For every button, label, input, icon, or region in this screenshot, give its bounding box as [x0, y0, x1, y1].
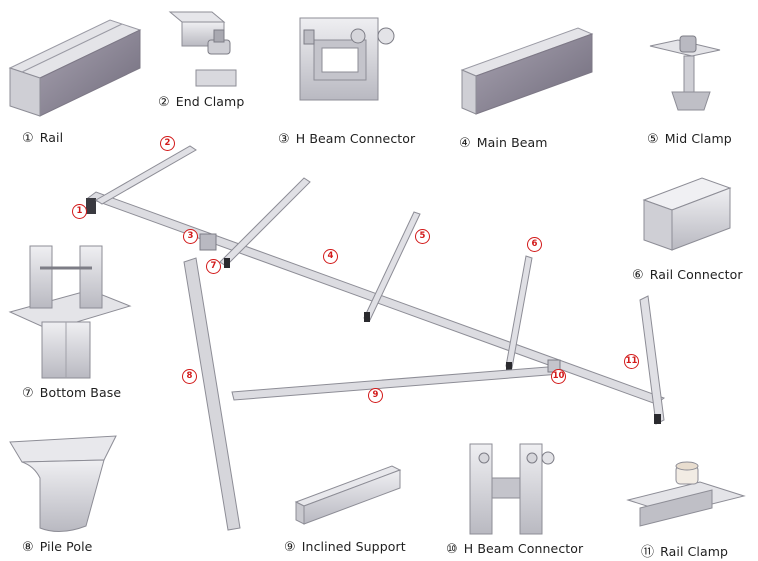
caption-mid-clamp: ⑤ Mid Clamp: [647, 131, 732, 147]
rail-connector-part-image: [642, 177, 732, 251]
caption-label: Rail Clamp: [660, 544, 729, 559]
caption-label: H Beam Connector: [295, 131, 416, 146]
callout-8: 8: [182, 369, 197, 384]
caption-label: Mid Clamp: [664, 131, 732, 146]
mid-clamp-part-image: [649, 35, 721, 111]
caption-h-beam-connector-2: ⑩ H Beam Connector: [446, 541, 583, 557]
caption-number: ④: [459, 136, 471, 151]
caption-number: ⑨: [284, 540, 296, 555]
caption-number: ③: [278, 132, 290, 147]
caption-label: Pile Pole: [39, 539, 93, 554]
callout-6: 6: [527, 237, 542, 252]
caption-number: ⑪: [641, 545, 655, 560]
callout-11: 11: [624, 354, 639, 369]
rail-clamp-part-image: [626, 461, 746, 527]
caption-label: Main Beam: [476, 135, 548, 150]
pile-pole-part-image: [9, 435, 117, 532]
caption-number: ⑦: [22, 386, 34, 401]
assembly-drawing: [86, 145, 666, 531]
caption-label: Rail Connector: [649, 267, 743, 282]
callout-10: 10: [551, 369, 566, 384]
rail-part-image: [8, 19, 142, 117]
h-beam-connector-part-image: [299, 17, 395, 101]
caption-label: Inclined Support: [301, 539, 406, 554]
caption-number: ①: [22, 131, 34, 146]
caption-label: H Beam Connector: [463, 541, 584, 556]
caption-pile-pole: ⑧ Pile Pole: [22, 539, 92, 555]
caption-rail-clamp: ⑪ Rail Clamp: [641, 541, 728, 560]
callout-3: 3: [183, 229, 198, 244]
h-beam-connector-2-part-image: [469, 443, 555, 535]
caption-number: ⑥: [632, 268, 644, 283]
caption-bottom-base: ⑦ Bottom Base: [22, 385, 121, 401]
callout-9: 9: [368, 388, 383, 403]
caption-rail-connector: ⑥ Rail Connector: [632, 267, 743, 283]
callout-1: 1: [72, 204, 87, 219]
caption-label: Rail: [39, 130, 64, 145]
callout-4: 4: [323, 249, 338, 264]
main-beam-part-image: [460, 27, 594, 115]
caption-main-beam: ④ Main Beam: [459, 135, 548, 151]
caption-number: ⑧: [22, 540, 34, 555]
callout-5: 5: [415, 229, 430, 244]
caption-label: End Clamp: [175, 94, 245, 109]
callout-7: 7: [206, 259, 221, 274]
callout-2: 2: [160, 136, 175, 151]
caption-number: ⑩: [446, 542, 458, 557]
caption-number: ⑤: [647, 132, 659, 147]
caption-label: Bottom Base: [39, 385, 122, 400]
caption-h-beam-connector: ③ H Beam Connector: [278, 131, 415, 147]
inclined-support-part-image: [294, 465, 402, 525]
caption-end-clamp: ② End Clamp: [158, 94, 244, 110]
end-clamp-part-image: [168, 11, 237, 87]
caption-rail: ① Rail: [22, 130, 63, 146]
caption-number: ②: [158, 95, 170, 110]
caption-inclined-support: ⑨ Inclined Support: [284, 539, 406, 555]
bottom-base-part-image: [8, 245, 132, 379]
